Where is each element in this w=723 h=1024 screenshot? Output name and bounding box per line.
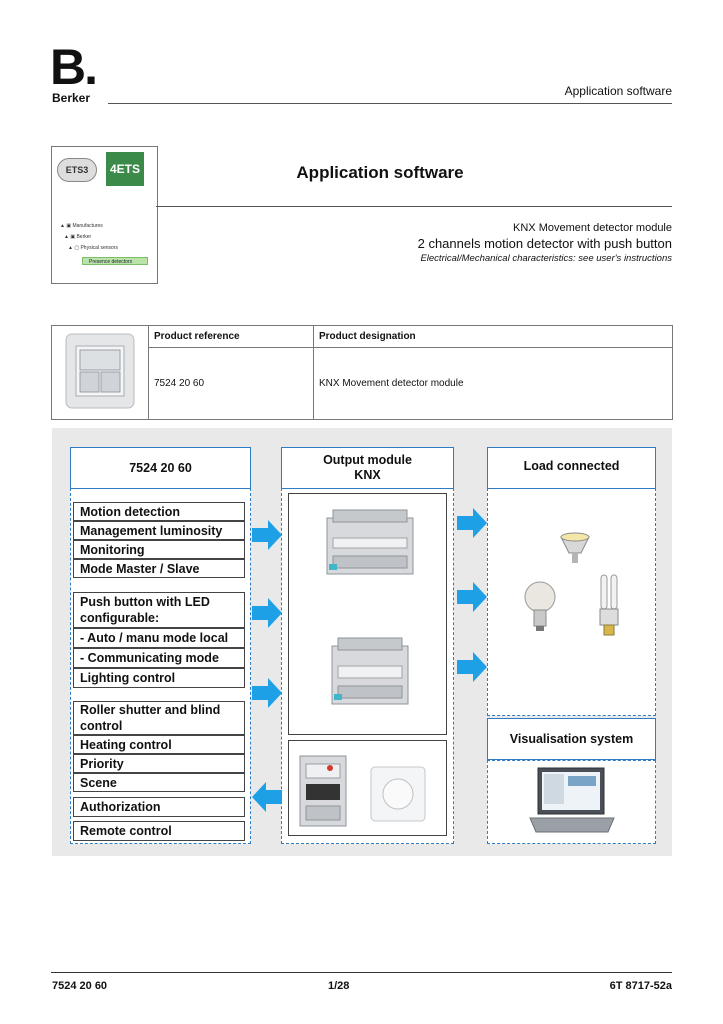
page-title: Application software xyxy=(296,163,464,182)
feature-item: Mode Master / Slave xyxy=(73,559,245,578)
product-table: Product reference Product designation 75… xyxy=(51,325,673,420)
software-icon-panel xyxy=(51,146,158,284)
feature-item: Heating control xyxy=(73,735,245,754)
detector-header: 7524 20 60 xyxy=(70,447,251,489)
footer-document-code: 6T 8717-52a xyxy=(609,980,672,992)
tree-item-berker: ▲ ▣ Berker xyxy=(64,234,92,240)
berker-logo-mark: B. xyxy=(50,39,98,95)
berker-logo-word: Berker xyxy=(52,91,91,105)
cell-reference: 7524 20 60 xyxy=(148,347,314,420)
product-name: KNX Movement detector module xyxy=(513,222,672,234)
arrow-right-icon xyxy=(457,508,487,538)
halogen-spot-icon xyxy=(560,532,590,563)
col-header-reference: Product reference xyxy=(148,325,314,348)
visualisation-header: Visualisation system xyxy=(487,718,656,760)
arrow-left-icon xyxy=(252,782,282,812)
footer-rule xyxy=(51,972,672,973)
energy-saving-bulb-icon xyxy=(599,574,619,636)
knx-output-module-image xyxy=(331,637,409,705)
knx-actuator-image xyxy=(326,509,414,575)
tree-item-physical-sensors: ▲ ▢ Physical sensors xyxy=(68,245,118,251)
arrow-right-icon xyxy=(457,652,487,682)
footer-page-number: 1/28 xyxy=(328,980,350,992)
feature-item: Roller shutter and blind control xyxy=(73,701,245,735)
light-bulb-icon xyxy=(524,581,556,631)
arrow-right-icon xyxy=(252,598,282,628)
feature-item: Scene xyxy=(73,773,245,792)
feature-item: Lighting control xyxy=(73,668,245,688)
motion-detector-image xyxy=(65,333,135,409)
arrow-right-icon xyxy=(252,678,282,708)
feature-item: Motion detection xyxy=(73,502,245,521)
feature-item: Management luminosity xyxy=(73,521,245,540)
header-section-title: Application software xyxy=(564,84,672,98)
ets3-logo-icon: ETS3 xyxy=(57,158,97,182)
tree-item-presence-detectors: Presence detectors xyxy=(82,257,148,265)
feature-item: Priority xyxy=(73,754,245,773)
characteristics-note: Electrical/Mechanical characteristics: s… xyxy=(420,253,672,264)
rotary-control-image xyxy=(370,766,426,822)
feature-item: Push button with LED configurable: xyxy=(73,592,245,628)
load-header: Load connected xyxy=(487,447,656,489)
feature-item: - Auto / manu mode local xyxy=(73,628,245,648)
load-panel xyxy=(487,488,656,716)
feature-item: Remote control xyxy=(73,821,245,841)
col-header-designation: Product designation xyxy=(313,325,673,348)
arrow-right-icon xyxy=(252,520,282,550)
footer-reference: 7524 20 60 xyxy=(52,980,108,992)
timer-module-image xyxy=(299,755,347,827)
output-header: Output module KNX xyxy=(281,447,454,489)
arrow-right-icon xyxy=(457,582,487,612)
tree-item-manufactures: ▲ ▣ Manufactures xyxy=(60,223,103,229)
product-thumbnail xyxy=(51,325,149,420)
feature-item: Monitoring xyxy=(73,540,245,559)
product-description: 2 channels motion detector with push but… xyxy=(417,236,672,251)
header-rule xyxy=(108,103,672,104)
laptop-icon xyxy=(529,767,615,833)
feature-item: - Communicating mode xyxy=(73,648,245,668)
feature-item: Authorization xyxy=(73,797,245,817)
title-rule xyxy=(156,206,672,207)
cell-designation: KNX Movement detector module xyxy=(313,347,673,420)
ets4-logo-icon: 4ETS xyxy=(106,152,144,186)
